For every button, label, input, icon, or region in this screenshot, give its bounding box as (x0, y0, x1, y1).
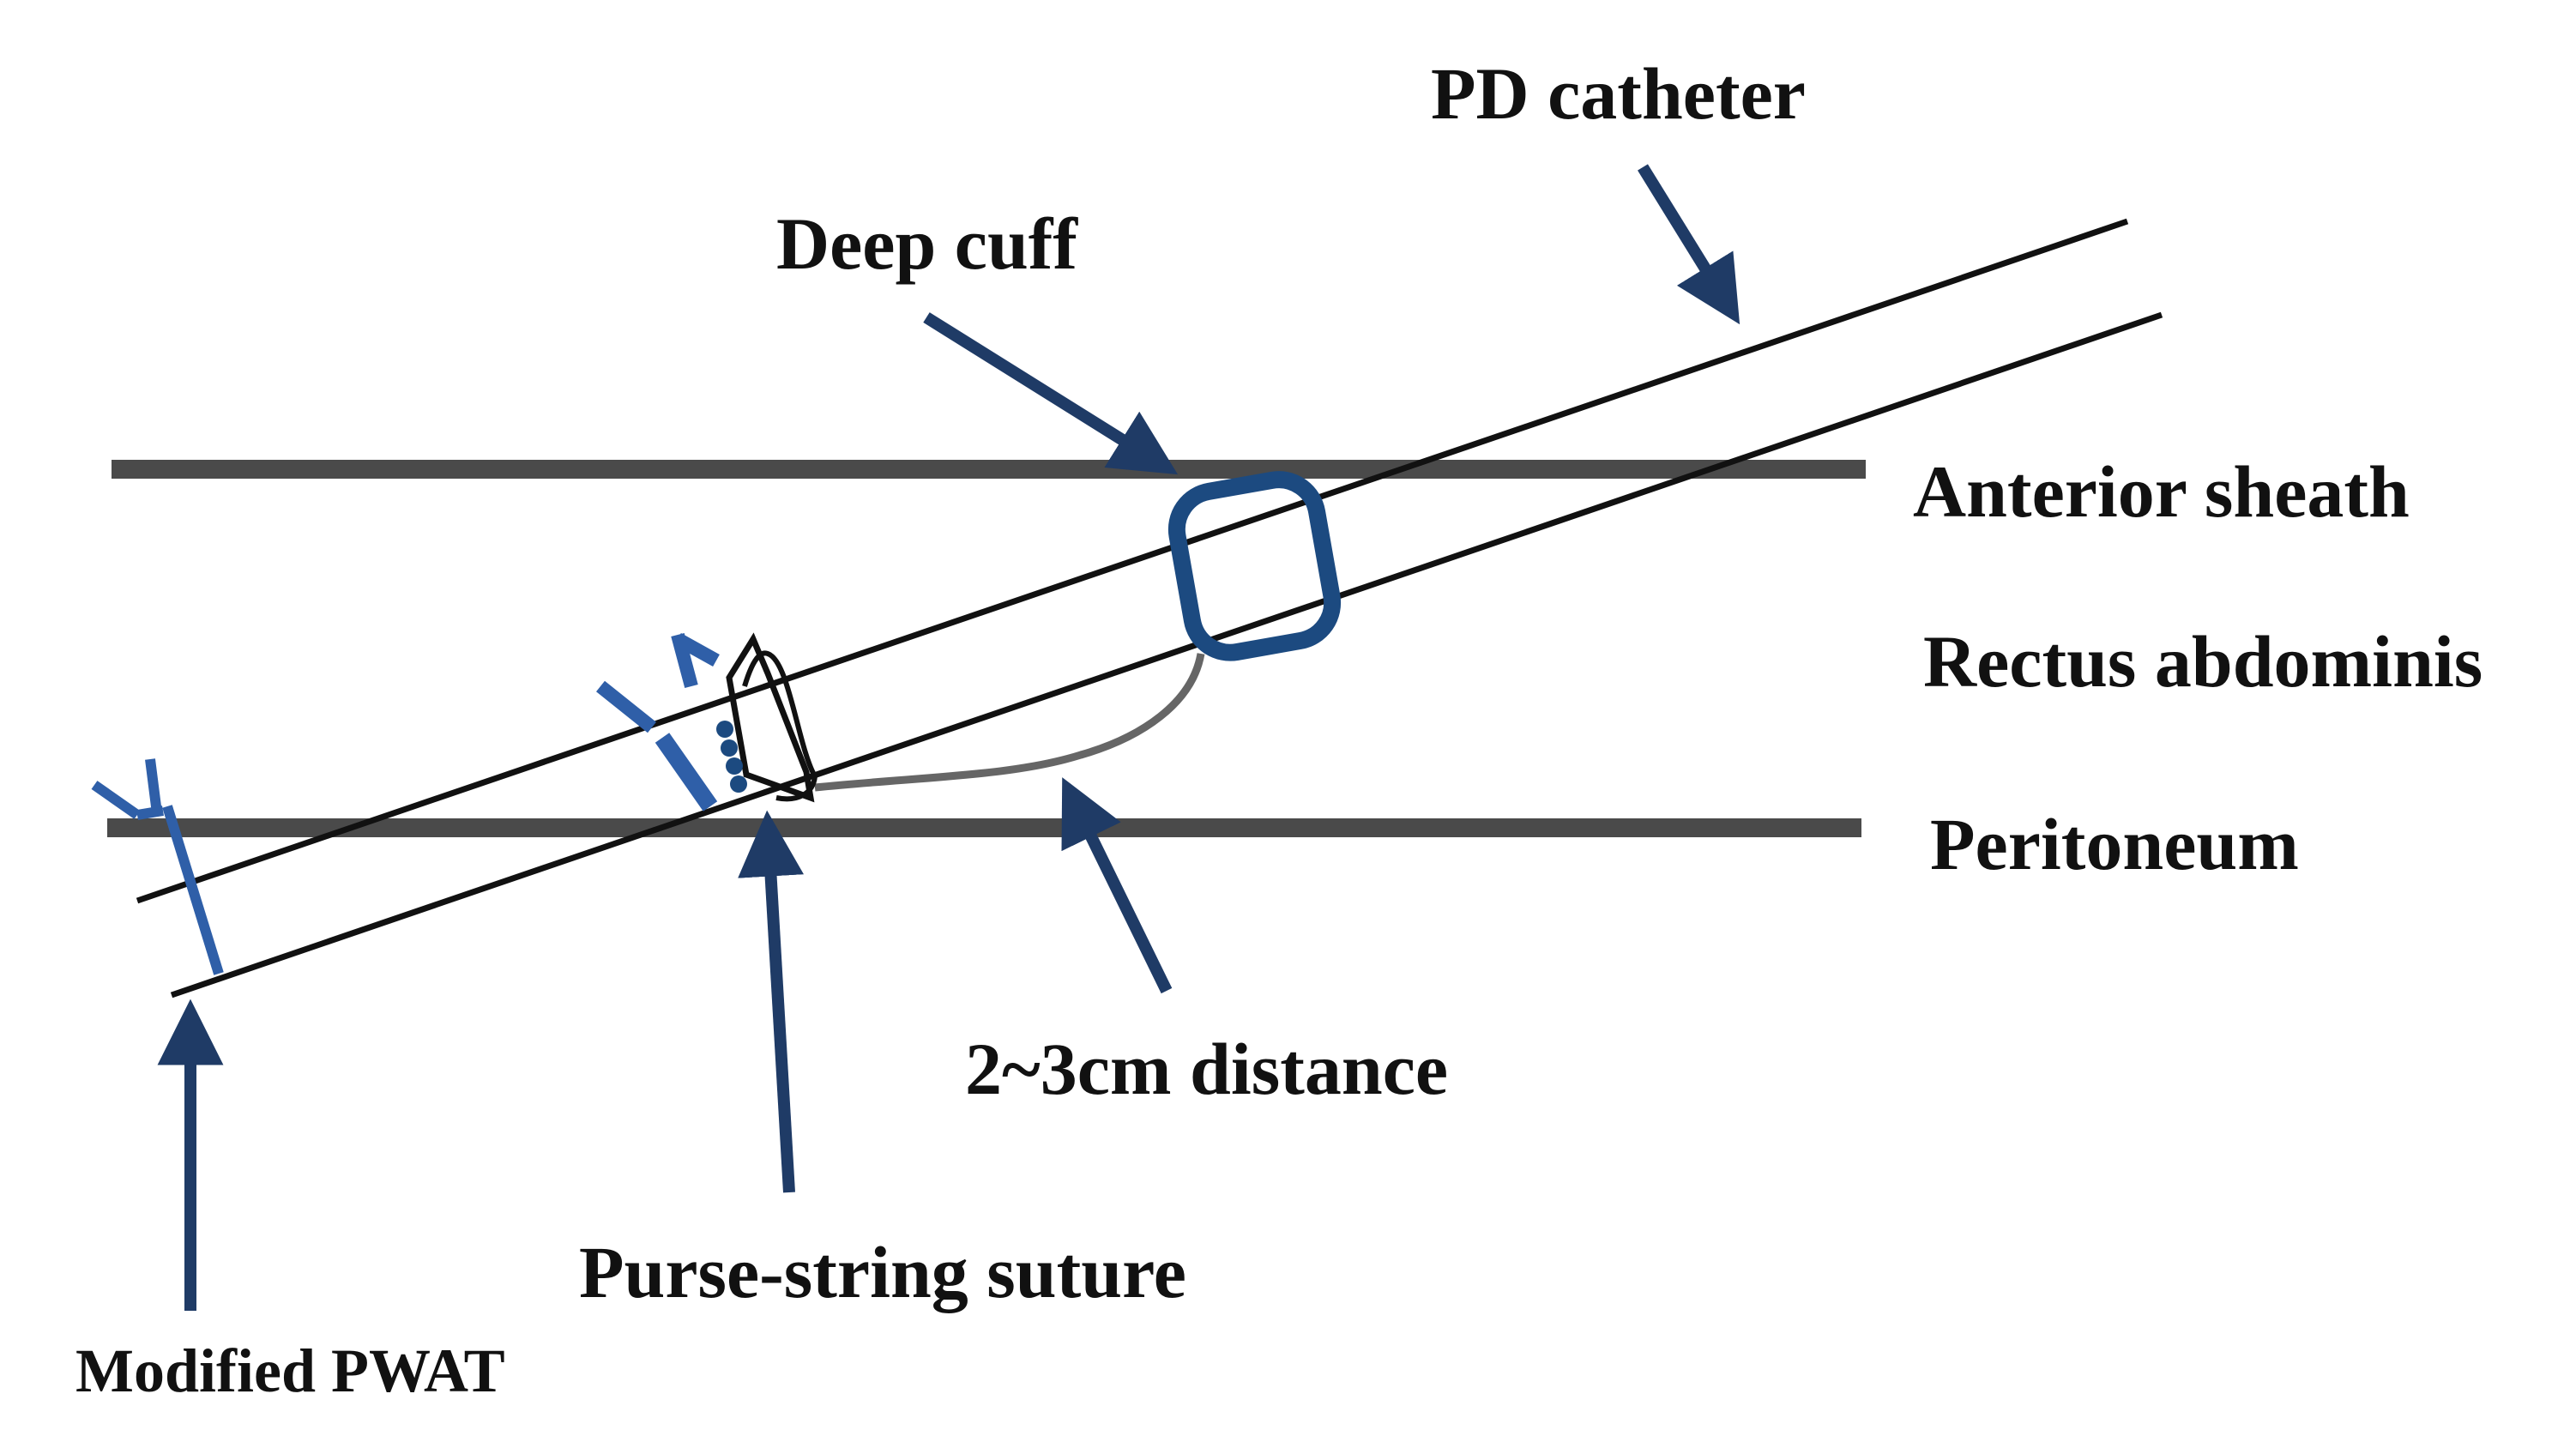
pd-catheter-arrow (1638, 164, 1740, 325)
deep-cuff-label: Deep cuff (776, 202, 1078, 285)
distance-arrow (1061, 777, 1173, 994)
catheter-lower-wall (170, 311, 2163, 999)
deep-cuff-icon (1167, 471, 1342, 661)
purse-string-suture-label: Purse-string suture (579, 1231, 1186, 1313)
purse-string-suture-icon (596, 632, 818, 812)
catheter-upper-wall (136, 218, 2129, 904)
modified-pwat-label: Modified PWAT (75, 1336, 505, 1405)
pd-catheter-label: PD catheter (1431, 52, 1806, 135)
distance-label: 2~3cm distance (965, 1028, 1448, 1110)
anterior-sheath-label: Anterior sheath (1913, 450, 2410, 533)
deep-cuff-arrow (923, 312, 1179, 475)
peritoneum-label: Peritoneum (1930, 803, 2299, 885)
purse-string-arrow (738, 810, 805, 1193)
modified-pwat-icon (91, 758, 224, 975)
distance-curve (814, 653, 1205, 792)
rectus-abdominis-label: Rectus abdominis (1923, 620, 2482, 703)
